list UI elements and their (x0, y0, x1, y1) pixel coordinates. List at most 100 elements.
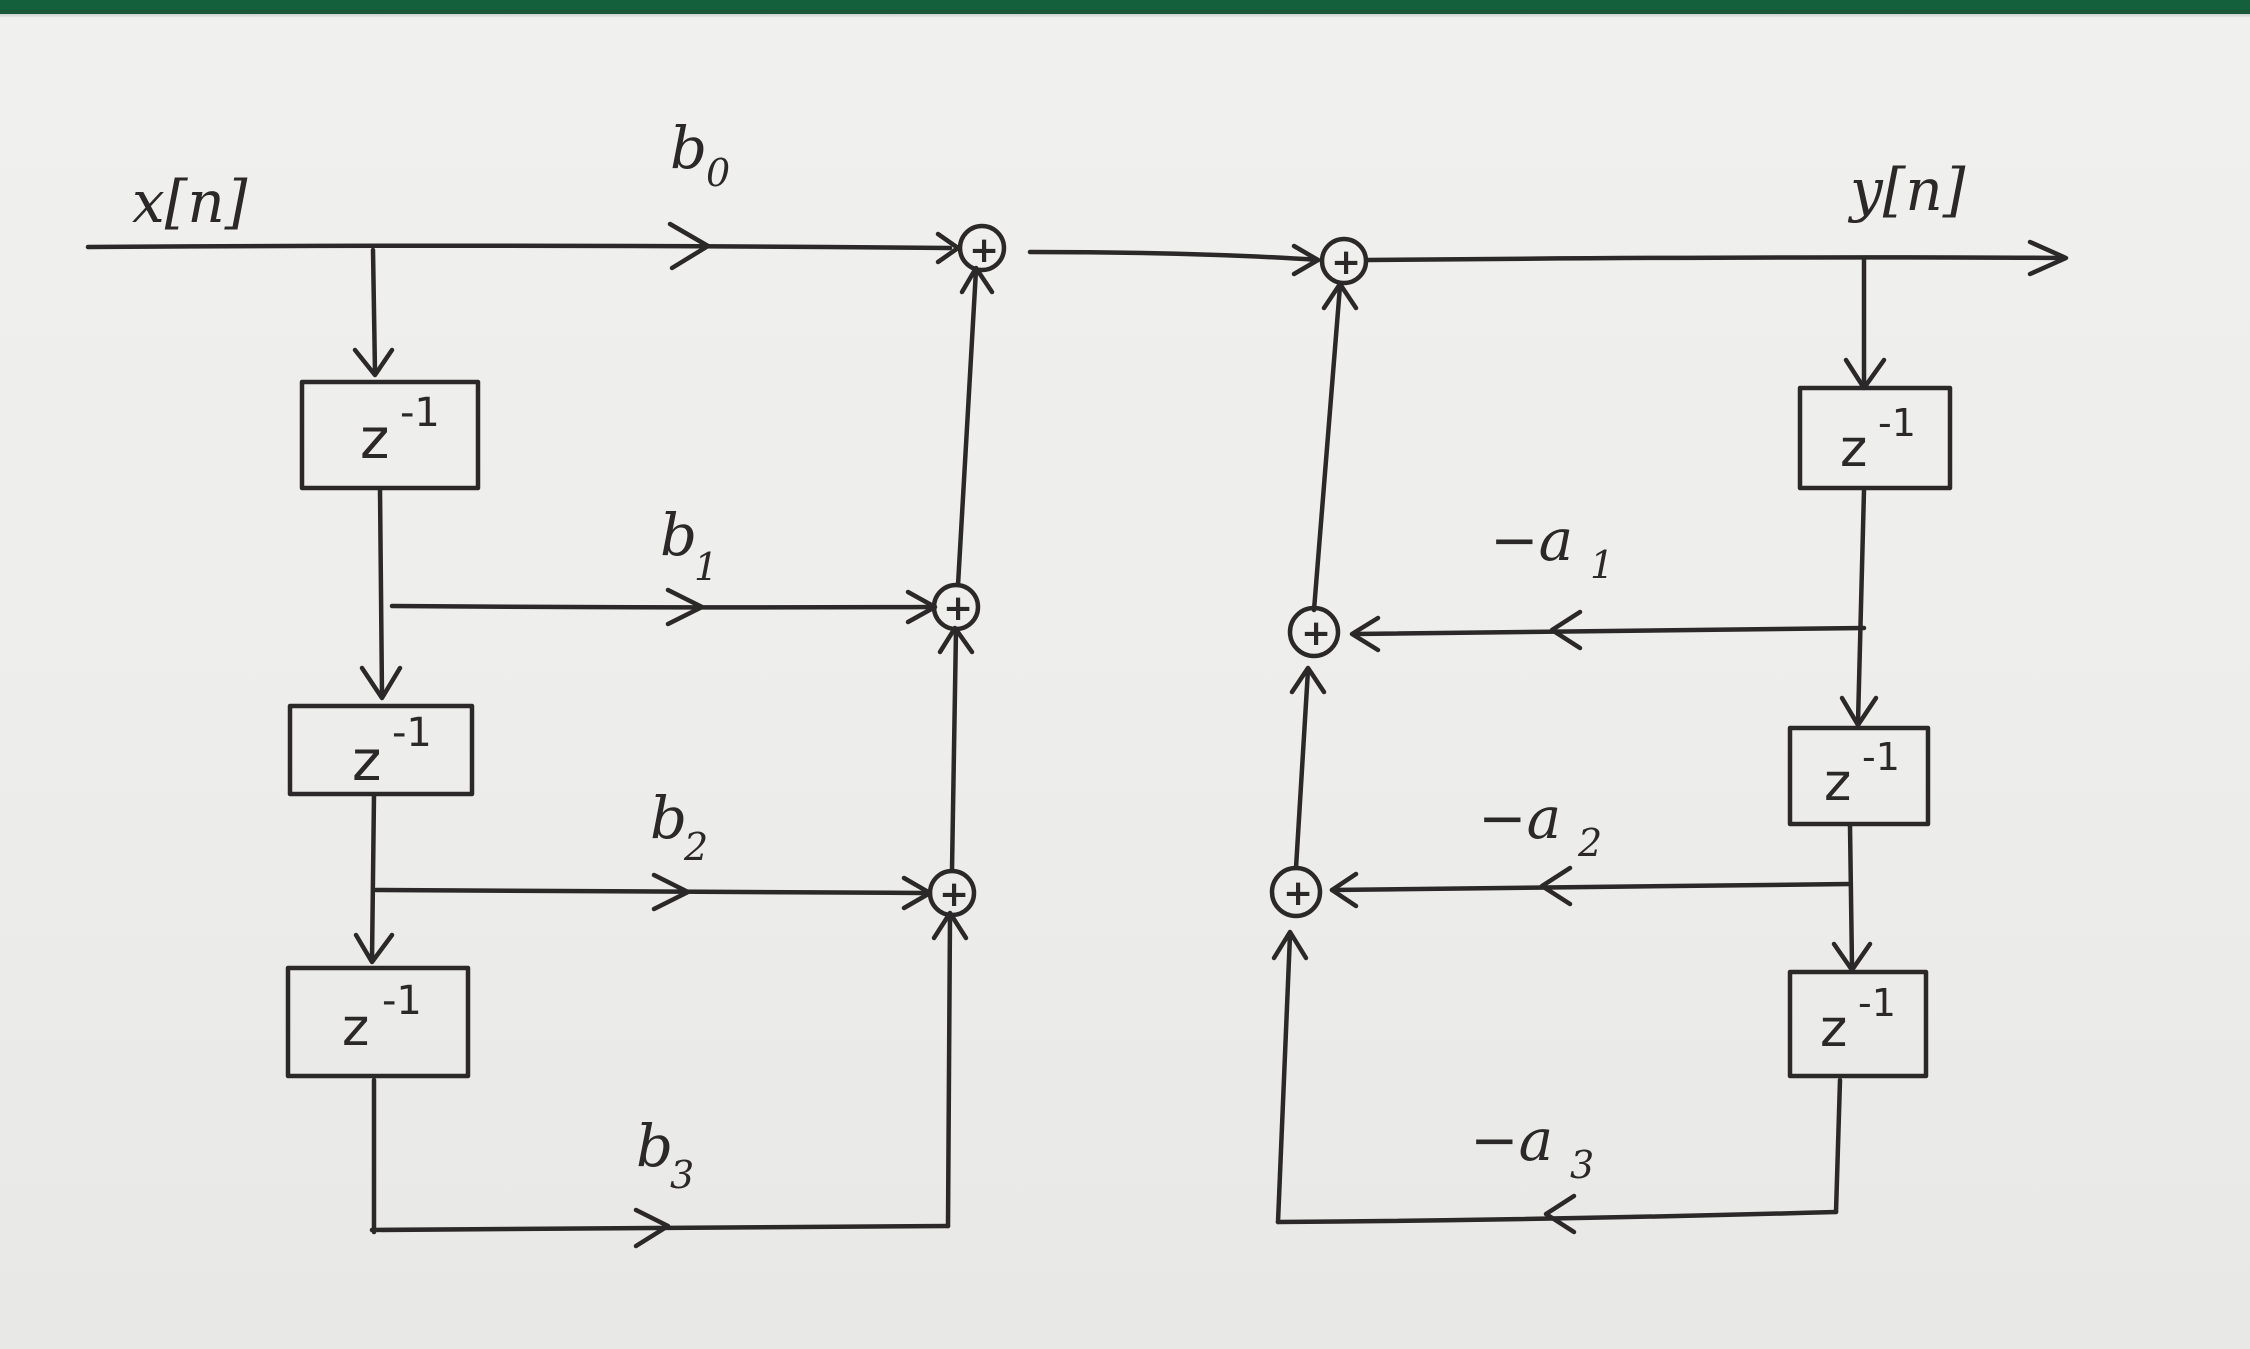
svg-text:+: + (1301, 613, 1331, 654)
svg-text:+: + (969, 230, 999, 271)
svg-text:-1: -1 (382, 978, 422, 1024)
svg-text:z: z (342, 998, 369, 1058)
fb-delay-arrow-1 (1839, 695, 1879, 728)
fb-delay-label-3: z -1 (1820, 981, 1896, 1059)
ff-delay-label-2: z -1 (352, 710, 432, 794)
a1-tap-line (1351, 625, 1867, 637)
fb-sum-column-1 (1311, 283, 1343, 613)
b1-arrowhead (665, 587, 705, 627)
a3-arrowhead (1543, 1193, 1577, 1235)
svg-text:b: b (636, 1112, 673, 1180)
coef-a1: −a 1 (1490, 506, 1614, 587)
svg-text:1: 1 (694, 545, 718, 589)
svg-text:-1: -1 (1878, 401, 1916, 445)
b3-arrowhead (633, 1207, 671, 1249)
coef-b1: b 1 (660, 501, 718, 589)
fb-sum-arrow-1 (1321, 281, 1359, 311)
adder-ff-2: + (927, 868, 977, 918)
adder-ff-1: + (931, 582, 981, 632)
svg-text:+: + (939, 874, 969, 915)
fb-sum-arrow-2 (1289, 665, 1327, 695)
svg-text:+: + (1283, 873, 1313, 914)
ff-delay-label-3: z -1 (342, 978, 422, 1058)
svg-text:-1: -1 (400, 390, 440, 436)
ff-sum-column-1 (955, 267, 979, 588)
svg-text:z: z (1840, 419, 1867, 479)
svg-text:3: 3 (670, 1153, 694, 1197)
svg-text:+: + (943, 588, 973, 629)
ff-delay-box-1 (299, 379, 481, 491)
b2-arrowhead (651, 872, 691, 912)
svg-text:3: 3 (1570, 1143, 1594, 1187)
svg-text:1: 1 (1590, 543, 1614, 587)
ff-delay-box-2 (287, 703, 475, 797)
coef-b0: b 0 (670, 114, 730, 195)
ff-delay-line-1 (377, 487, 385, 698)
fb-delay-line-3 (1833, 1077, 1843, 1215)
svg-text:z: z (1824, 753, 1851, 813)
output-label: y[n] (1847, 156, 1966, 224)
coef-b3: b 3 (636, 1112, 694, 1197)
ff-delay-arrow-0 (352, 347, 395, 378)
a2-arrowhead (1539, 865, 1573, 907)
ff-sum-column-2 (949, 627, 959, 873)
adder-fb1-input-arrow (1349, 615, 1381, 653)
edge-shadow (0, 10, 2250, 18)
svg-text:z: z (352, 729, 381, 794)
b1-tap-line (389, 603, 933, 610)
svg-text:2: 2 (1577, 821, 1602, 865)
green-surface-edge (0, 0, 2250, 14)
svg-text:z: z (1820, 999, 1847, 1059)
svg-text:z: z (360, 407, 389, 472)
svg-text:0: 0 (706, 151, 730, 195)
fb-delay-label-1: z -1 (1840, 401, 1916, 479)
fb-delay-line-2 (1847, 823, 1855, 969)
fb-sum-column-3 (1275, 932, 1293, 1225)
middle-connector (1027, 249, 1321, 263)
fb-delay-line-1 (1855, 487, 1867, 725)
fb-delay-box-3 (1787, 969, 1929, 1079)
output-line (1365, 255, 2067, 263)
adder-ff-0: + (957, 223, 1007, 273)
a2-tap-line (1329, 881, 1853, 893)
svg-text:b: b (670, 114, 707, 182)
fb-delay-box-2 (1787, 725, 1931, 827)
ff-delay-arrow-1 (359, 665, 403, 701)
svg-text:b: b (650, 784, 687, 852)
a1-arrowhead (1549, 609, 1583, 651)
adder-fb2-input-arrow (1329, 871, 1359, 909)
svg-text:2: 2 (683, 825, 708, 869)
adder-fb-1: + (1287, 605, 1341, 659)
adder-fb-2: + (1269, 865, 1323, 919)
ff-delay-arrow-2 (353, 932, 395, 965)
ff-sum-column-3 (945, 912, 953, 1229)
coef-a2: −a 2 (1478, 784, 1602, 865)
input-line (85, 243, 953, 251)
b2-tap-line (373, 887, 928, 896)
svg-text:-1: -1 (392, 710, 432, 756)
input-label: x[n] (132, 168, 248, 236)
fb-delay-label-2: z -1 (1824, 735, 1900, 813)
fb-sum-column-2 (1293, 667, 1311, 871)
svg-text:+: + (1331, 242, 1361, 283)
ff-delay-box-3 (285, 965, 471, 1079)
output-arrowhead (2027, 239, 2069, 277)
svg-text:−a: −a (1478, 784, 1561, 852)
svg-text:−a: −a (1490, 506, 1573, 574)
coef-b2: b 2 (650, 784, 708, 869)
coef-a3: −a 3 (1470, 1106, 1594, 1187)
middle-connector-arrow (1291, 243, 1321, 277)
svg-text:−a: −a (1470, 1106, 1553, 1174)
fb-delay-box-1 (1797, 385, 1953, 491)
b3-tap-line (369, 1223, 951, 1233)
svg-text:-1: -1 (1858, 981, 1896, 1025)
b0-arrowhead (667, 221, 711, 271)
svg-text:b: b (660, 501, 697, 569)
fb-sum-arrow-3 (1271, 929, 1309, 961)
adder-fb-0: + (1319, 236, 1369, 286)
ff-delay-label-1: z -1 (360, 390, 440, 472)
ff-delay-line-2 (369, 792, 377, 963)
ff-delay-line-0 (370, 247, 378, 375)
